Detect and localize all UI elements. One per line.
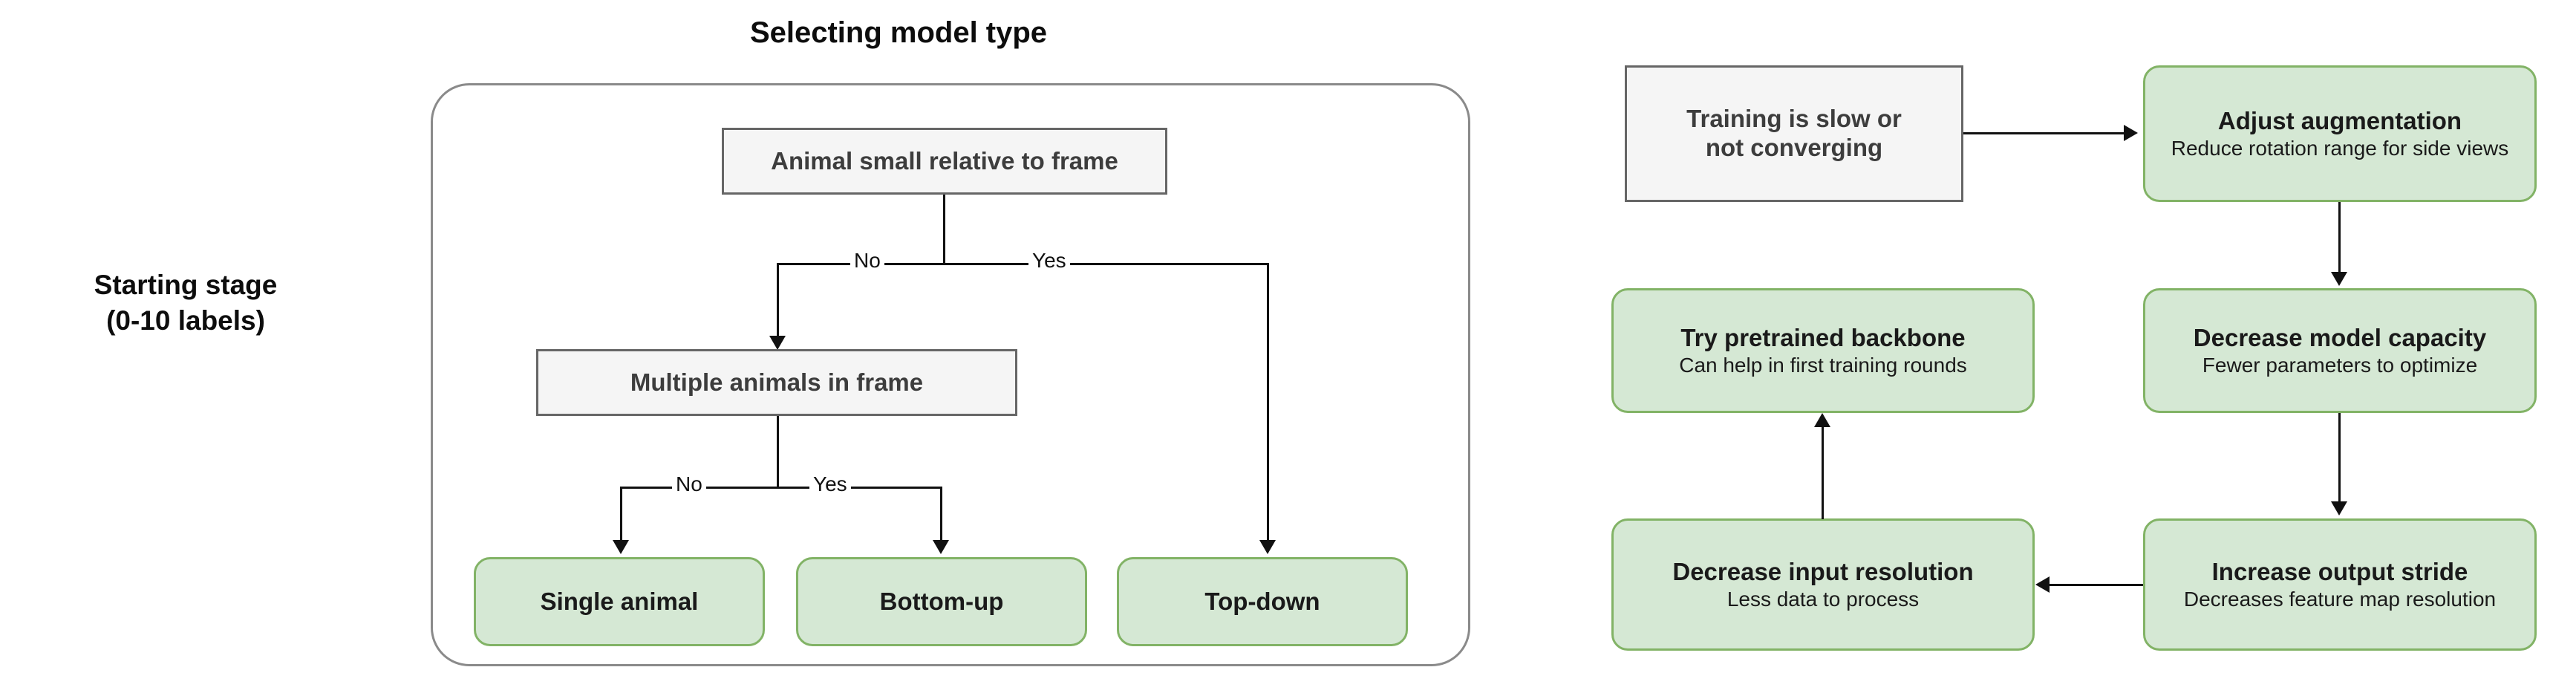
- edge-d2-no-drop: [620, 487, 622, 544]
- outcome-node-top-down[interactable]: Top-down: [1117, 557, 1408, 646]
- edge-d2-bus: [620, 487, 942, 489]
- edge-d1-no-drop: [777, 263, 779, 341]
- edge-stride-to-input-resolution: [2050, 584, 2143, 586]
- edge-d1-yes-arrowhead: [1259, 540, 1276, 554]
- step-node-decrease-input-resolution-subtitle: Less data to process: [1726, 587, 1920, 611]
- decision-node-multiple-animals-label: Multiple animals in frame: [630, 368, 924, 396]
- edge-label-d1-no: No: [850, 250, 884, 271]
- step-node-increase-output-stride[interactable]: Increase output stride Decreases feature…: [2143, 518, 2537, 651]
- step-node-try-pretrained-backbone[interactable]: Try pretrained backbone Can help in firs…: [1611, 288, 2035, 413]
- stage-label: Starting stage (0-10 labels): [30, 267, 342, 339]
- edge-problem-to-augmentation-arrowhead: [2124, 125, 2138, 141]
- selecting-model-type-panel: [431, 83, 1470, 666]
- step-node-try-pretrained-backbone-title: Try pretrained backbone: [1680, 324, 1966, 352]
- decision-node-animal-small-label: Animal small relative to frame: [771, 146, 1118, 175]
- page-title: Selecting model type: [749, 16, 1048, 49]
- decision-node-animal-small[interactable]: Animal small relative to frame: [722, 128, 1167, 195]
- edge-label-d2-no: No: [672, 474, 706, 495]
- outcome-node-bottom-up-label: Bottom-up: [879, 587, 1004, 615]
- edge-label-d2-yes: Yes: [809, 474, 851, 495]
- step-node-decrease-model-capacity[interactable]: Decrease model capacity Fewer parameters…: [2143, 288, 2537, 413]
- edge-problem-to-augmentation: [1963, 132, 2127, 134]
- problem-node-line1: Training is slow or: [1686, 105, 1902, 133]
- edge-input-resolution-to-backbone: [1822, 427, 1824, 519]
- step-node-decrease-model-capacity-title: Decrease model capacity: [2193, 324, 2487, 352]
- edge-augmentation-to-capacity: [2338, 202, 2341, 276]
- stage-label-line1: Starting stage: [94, 270, 278, 300]
- step-node-try-pretrained-backbone-subtitle: Can help in first training rounds: [1679, 353, 1967, 377]
- edge-capacity-to-stride: [2338, 413, 2341, 506]
- edge-input-resolution-to-backbone-arrowhead: [1814, 413, 1830, 427]
- step-node-decrease-input-resolution-title: Decrease input resolution: [1672, 558, 1974, 586]
- outcome-node-single-animal[interactable]: Single animal: [474, 557, 765, 646]
- edge-d2-yes-arrowhead: [933, 540, 949, 554]
- stage-label-line2: (0-10 labels): [106, 305, 265, 336]
- problem-node-line2: not converging: [1705, 134, 1883, 161]
- edge-d2-no-arrowhead: [613, 540, 629, 554]
- edge-d1-yes-drop: [1267, 263, 1269, 545]
- step-node-decrease-input-resolution[interactable]: Decrease input resolution Less data to p…: [1611, 518, 2035, 651]
- step-node-decrease-model-capacity-subtitle: Fewer parameters to optimize: [2202, 353, 2478, 377]
- edge-d2-stem: [777, 416, 779, 487]
- step-node-adjust-augmentation-title: Adjust augmentation: [2217, 107, 2462, 135]
- edge-d1-stem: [943, 195, 945, 263]
- step-node-adjust-augmentation-subtitle: Reduce rotation range for side views: [2171, 136, 2509, 160]
- edge-d1-bus: [777, 263, 1269, 265]
- step-node-increase-output-stride-title: Increase output stride: [2211, 558, 2468, 586]
- edge-d1-no-arrowhead: [769, 336, 786, 350]
- step-node-adjust-augmentation[interactable]: Adjust augmentation Reduce rotation rang…: [2143, 65, 2537, 202]
- edge-d2-yes-drop: [940, 487, 942, 544]
- outcome-node-single-animal-label: Single animal: [540, 587, 699, 615]
- outcome-node-top-down-label: Top-down: [1204, 587, 1320, 615]
- decision-node-multiple-animals[interactable]: Multiple animals in frame: [536, 349, 1017, 416]
- edge-augmentation-to-capacity-arrowhead: [2331, 272, 2347, 286]
- outcome-node-bottom-up[interactable]: Bottom-up: [796, 557, 1087, 646]
- problem-node-training-slow[interactable]: Training is slow or not converging: [1625, 65, 1963, 202]
- edge-stride-to-input-resolution-arrowhead: [2035, 576, 2050, 593]
- step-node-increase-output-stride-subtitle: Decreases feature map resolution: [2183, 587, 2497, 611]
- edge-capacity-to-stride-arrowhead: [2331, 501, 2347, 516]
- edge-label-d1-yes: Yes: [1028, 250, 1070, 271]
